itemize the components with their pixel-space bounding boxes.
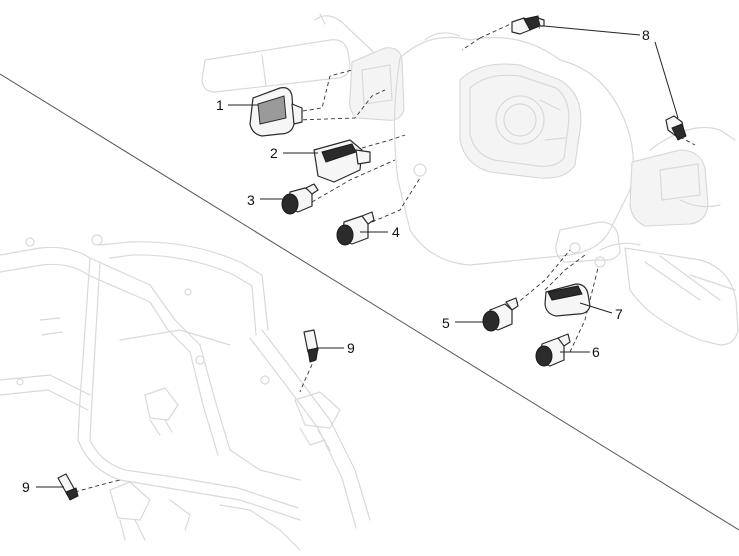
callout-3: 3 <box>247 192 255 208</box>
callout-7: 7 <box>615 306 623 322</box>
part-9-bulb-low <box>57 473 79 501</box>
part-6-push-button <box>535 333 571 367</box>
part-5-push-button <box>482 297 519 332</box>
part-7-cover <box>544 283 591 317</box>
callout-4: 4 <box>392 224 400 240</box>
part-8-bulb-right <box>665 115 687 141</box>
callout-8: 8 <box>642 27 650 43</box>
callout-2: 2 <box>270 145 278 161</box>
part-2-switch <box>313 139 371 183</box>
handlebar-ghost-outline <box>201 13 739 346</box>
section-divider-line <box>0 73 739 531</box>
callout-9-upper: 9 <box>347 340 355 356</box>
callout-1: 1 <box>216 97 224 113</box>
part-3-push-button <box>281 183 319 215</box>
callout-6: 6 <box>592 344 600 360</box>
part-9-bulb-mid <box>303 329 319 363</box>
part-1-switch <box>249 87 303 137</box>
part-8-bulb-top <box>511 15 545 35</box>
callout-5: 5 <box>442 315 450 331</box>
callout-9-lower: 9 <box>22 479 30 495</box>
leader-lines <box>36 25 679 488</box>
part-4-push-button <box>336 211 375 246</box>
frame-ghost-outline <box>0 234 371 551</box>
